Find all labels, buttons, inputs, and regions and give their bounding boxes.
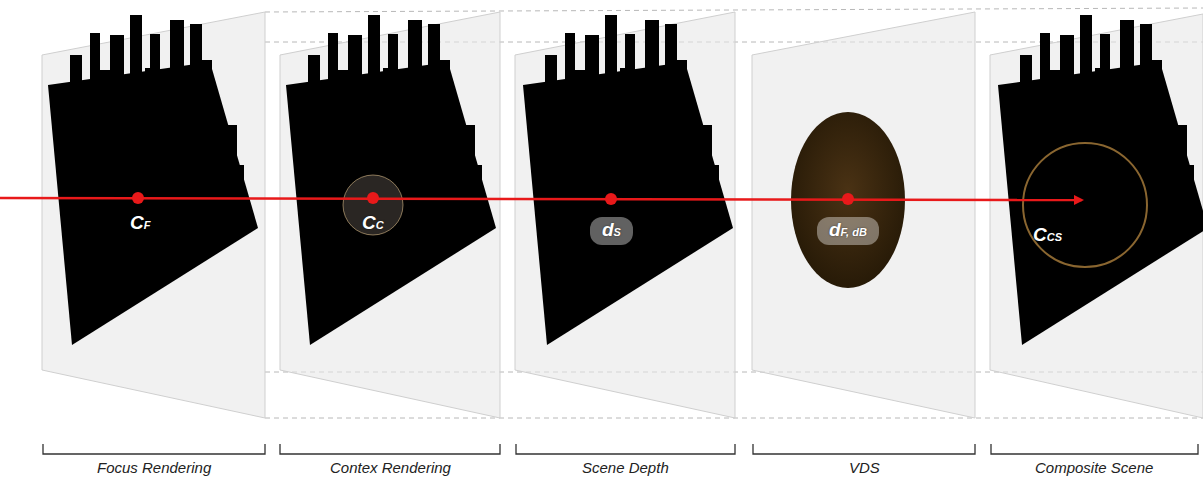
label-holder: Focus Rendering [97, 459, 211, 477]
context-city [286, 15, 496, 345]
label-holder: VDS [849, 459, 880, 477]
stage-caption: Scene Depth [582, 459, 669, 477]
label-holder: CF [130, 213, 150, 235]
value-pill: dF, dB [817, 217, 879, 245]
stage-brackets [43, 444, 1198, 454]
label-holder: Contex Rendering [330, 459, 451, 477]
label-holder: Composite Scene [1035, 459, 1153, 477]
depth-city [523, 15, 733, 345]
focus-hint [343, 175, 403, 235]
color-symbol: CC [362, 213, 384, 235]
composite-focus [998, 15, 1203, 345]
stage-caption: Focus Rendering [97, 459, 211, 477]
view-ray [0, 198, 1082, 200]
focus-city [48, 15, 258, 345]
stage-caption: Contex Rendering [330, 459, 451, 477]
color-symbol: CCS [1033, 225, 1062, 247]
composite-city [998, 15, 1203, 345]
color-symbol: CF [130, 213, 150, 235]
label-holder: CCS [1033, 225, 1062, 247]
stage-caption: VDS [849, 459, 880, 477]
depth-symbol: dF, dB [829, 220, 867, 242]
depth-symbol: dS [602, 220, 621, 242]
label-holder: CC [362, 213, 384, 235]
stage-caption: Composite Scene [1035, 459, 1153, 477]
focus-ring [1023, 143, 1147, 267]
value-pill: dS [590, 217, 633, 245]
sample-dots [132, 192, 854, 205]
label-holder: Scene Depth [582, 459, 669, 477]
